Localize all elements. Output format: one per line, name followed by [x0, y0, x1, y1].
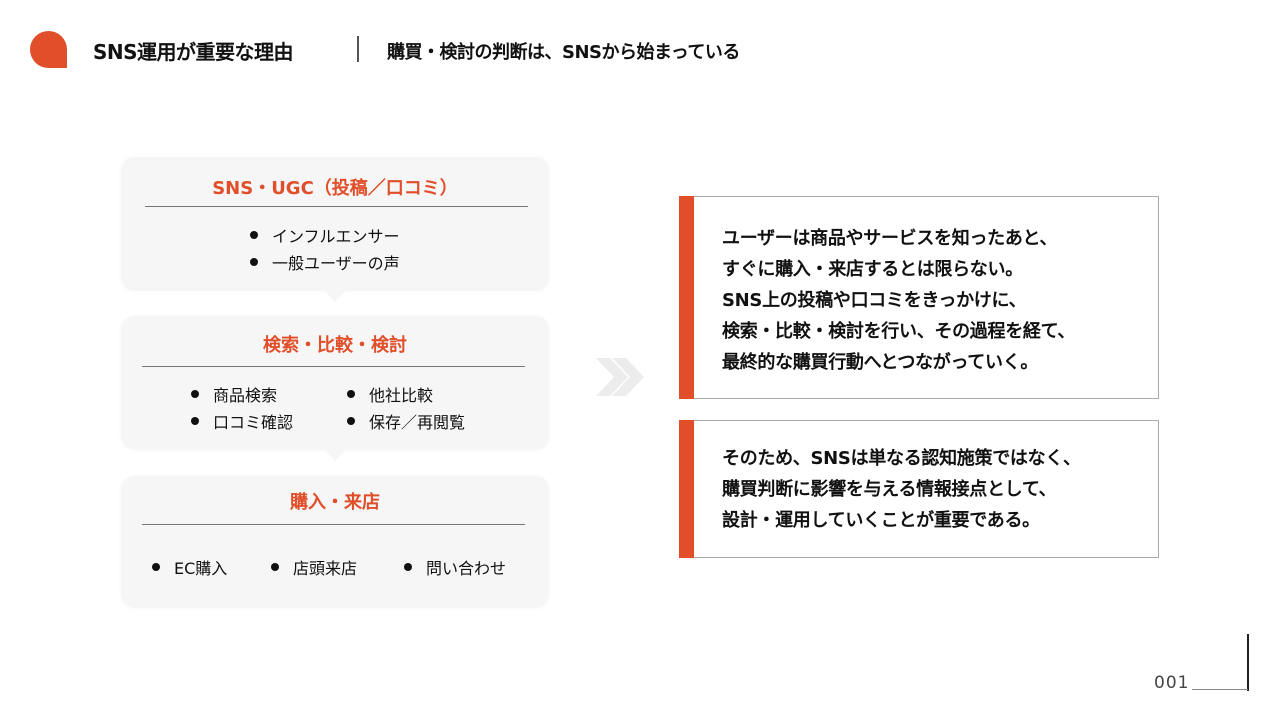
- card-heading: 検索・比較・検討: [263, 335, 407, 356]
- list-item: 口コミ確認: [191, 409, 293, 433]
- flow-card-sns-ugc: SNS・UGC（投稿／口コミ） インフルエンサー 一般ユーザーの声: [121, 157, 549, 302]
- flow-card-search-compare: 検索・比較・検討 商品検索 他社比較 口コミ確認 保存／再閲覧: [121, 316, 549, 461]
- card-divider: [142, 524, 525, 525]
- list-item: 一般ユーザーの声: [250, 250, 400, 274]
- list-item: 問い合わせ: [404, 555, 506, 579]
- message-text: ユーザーは商品やサービスを知ったあと、 すぐに購入・来店するとは限らない。 SN…: [722, 228, 1076, 373]
- page-title: SNS運用が重要な理由: [93, 40, 294, 64]
- bullet-icon: [250, 231, 258, 239]
- down-pointer-icon: [325, 291, 345, 302]
- accent-bar: [679, 420, 694, 558]
- list-item: EC購入: [152, 555, 227, 579]
- corner-line-vertical: [1247, 634, 1249, 691]
- logo-mark: [30, 31, 67, 68]
- list-item: 保存／再閲覧: [347, 409, 465, 433]
- double-chevron-right-icon: [594, 356, 646, 402]
- bullet-icon: [271, 563, 279, 571]
- bullet-icon: [404, 563, 412, 571]
- card-heading: SNS・UGC（投稿／口コミ）: [212, 178, 458, 199]
- list-item: 店頭来店: [271, 555, 357, 579]
- title-divider: [357, 36, 359, 62]
- message-text: そのため、SNSは単なる認知施策ではなく、 購買判断に影響を与える情報接点として…: [722, 448, 1081, 531]
- page-number: 001: [1154, 673, 1190, 693]
- card-heading: 購入・来店: [290, 492, 380, 513]
- card-divider: [145, 206, 528, 207]
- message-box-conclusion: そのため、SNSは単なる認知施策ではなく、 購買判断に影響を与える情報接点として…: [679, 420, 1159, 558]
- accent-bar: [679, 196, 694, 399]
- bullet-icon: [347, 417, 355, 425]
- down-pointer-icon: [325, 450, 345, 461]
- flow-card-purchase: 購入・来店 EC購入 店頭来店 問い合わせ: [121, 476, 549, 608]
- bullet-icon: [152, 563, 160, 571]
- bullet-icon: [191, 417, 199, 425]
- bullet-icon: [347, 390, 355, 398]
- bullet-icon: [250, 258, 258, 266]
- corner-line-horizontal: [1192, 689, 1248, 690]
- list-item: 商品検索: [191, 382, 277, 406]
- message-box-explanation: ユーザーは商品やサービスを知ったあと、 すぐに購入・来店するとは限らない。 SN…: [679, 196, 1159, 399]
- card-divider: [142, 366, 525, 367]
- bullet-icon: [191, 390, 199, 398]
- page-subtitle: 購買・検討の判断は、SNSから始まっている: [387, 42, 740, 63]
- list-item: インフルエンサー: [250, 223, 400, 247]
- list-item: 他社比較: [347, 382, 433, 406]
